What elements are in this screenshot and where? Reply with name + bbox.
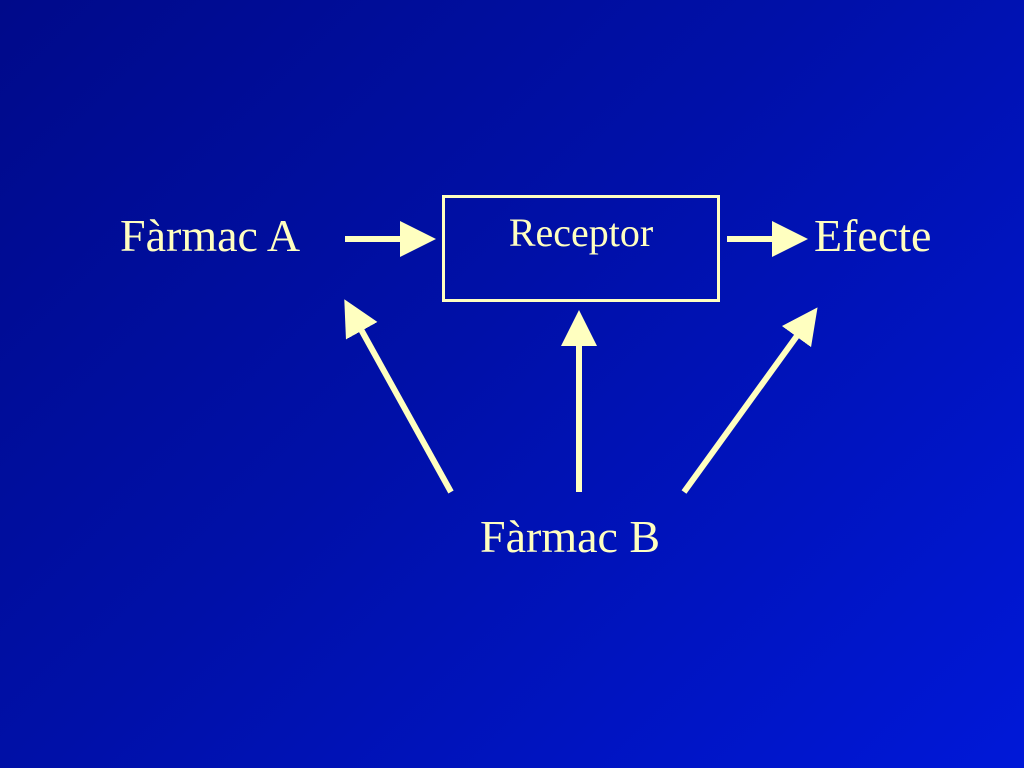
drug-b-label: Fàrmac B <box>480 511 661 562</box>
effect-label: Efecte <box>814 210 932 261</box>
arrow-drug-b-to-effect <box>681 307 818 494</box>
arrow-drug-b-to-drug-a <box>344 299 454 494</box>
receptor-box: Receptor <box>442 195 720 302</box>
receptor-label: Receptor <box>508 210 654 255</box>
drug-a-label: Fàrmac A <box>120 210 301 261</box>
